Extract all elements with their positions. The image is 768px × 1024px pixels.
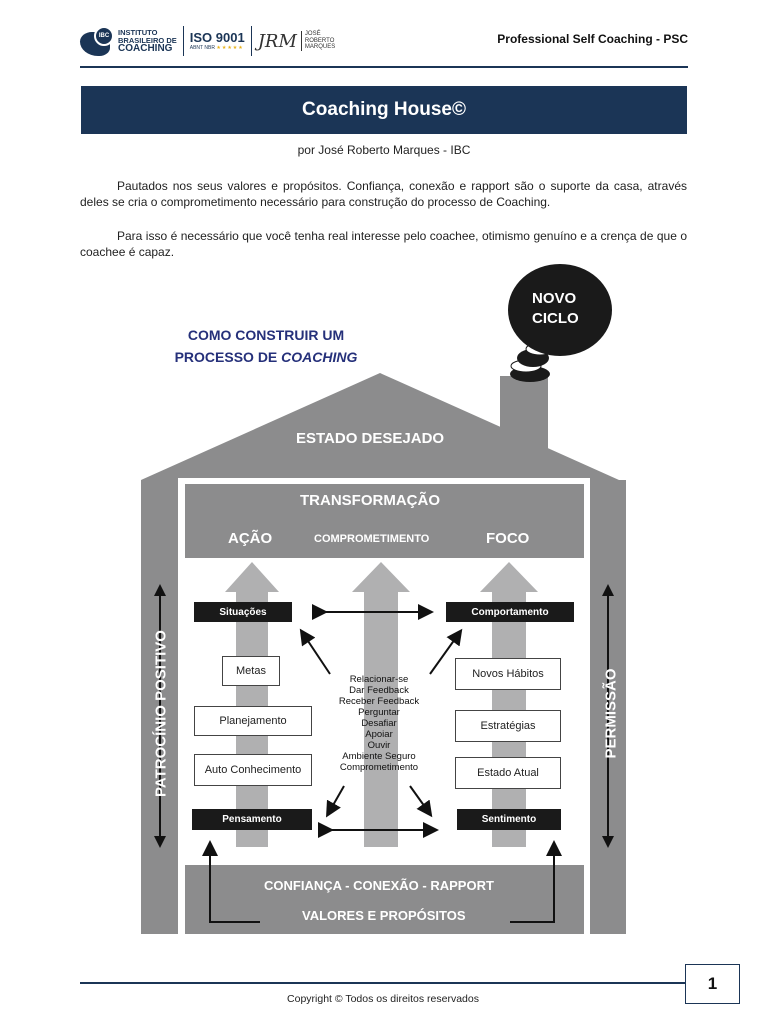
iso-logo: ISO 9001 ABNT NBR ★★★★★ [190, 31, 245, 52]
roof-label: ESTADO DESEJADO [296, 430, 444, 447]
document-byline: por José Roberto Marques - IBC [80, 143, 688, 157]
ibc-badge: IBC [94, 26, 114, 46]
ibc-line3: COACHING [118, 45, 177, 53]
center-item: Desafiar [324, 718, 434, 729]
label-situacoes: Situações [194, 602, 292, 622]
smoke-label-2: CICLO [532, 310, 579, 327]
box-estrategias: Estratégias [455, 710, 561, 742]
box-metas: Metas [222, 656, 280, 686]
center-item: Ouvir [324, 740, 434, 751]
center-item: Perguntar [324, 707, 434, 718]
right-wall-label: PERMISSÃO [603, 664, 620, 764]
coaching-house-diagram: NOVO CICLO COMO CONSTRUIR UM PROCESSO DE… [130, 262, 640, 942]
smoke-label-1: NOVO [532, 290, 576, 307]
base-label-2: VALORES E PROPÓSITOS [302, 908, 466, 923]
page-number: 1 [685, 964, 740, 1004]
ibc-wordmark: INSTITUTO BRASILEIRO DE COACHING [118, 29, 177, 53]
base-band [185, 865, 584, 934]
center-item: Apoiar [324, 729, 434, 740]
heading-prefix: PROCESSO DE [175, 349, 282, 365]
paragraph-1: Pautados nos seus valores e propósitos. … [80, 178, 687, 210]
center-item: Ambiente Seguro [324, 751, 434, 762]
iso-abnt: ABNT NBR [190, 45, 215, 51]
logo-divider [183, 26, 184, 56]
iso-stars-icon: ★★★★★ [216, 45, 243, 51]
heading-line1: COMO CONSTRUIR UM [166, 324, 366, 346]
jrm-logo: JRM [258, 31, 297, 52]
footer-divider [80, 982, 686, 984]
paragraph-2: Para isso é necessário que você tenha re… [80, 228, 687, 260]
box-estado-atual: Estado Atual [455, 757, 561, 789]
header-course-title: Professional Self Coaching - PSC [497, 32, 688, 46]
base-label-1: CONFIANÇA - CONEXÃO - RAPPORT [264, 878, 494, 893]
box-auto-conhecimento: Auto Conhecimento [194, 754, 312, 786]
diagram-heading: COMO CONSTRUIR UM PROCESSO DE COACHING [166, 324, 366, 368]
col-label-acao: AÇÃO [228, 530, 272, 547]
box-novos-habitos: Novos Hábitos [455, 658, 561, 690]
label-pensamento: Pensamento [192, 809, 312, 830]
logo-divider [251, 26, 252, 56]
transformation-label: TRANSFORMAÇÃO [300, 492, 440, 509]
box-planejamento: Planejamento [194, 706, 312, 736]
jrm-line3: MARQUES [305, 44, 335, 51]
ibc-logo-icon: IBC [80, 26, 116, 56]
center-item: Receber Feedback [324, 696, 434, 707]
iso-title: ISO 9001 [190, 31, 245, 45]
center-item: Relacionar-se [324, 674, 434, 685]
logo-area: IBC INSTITUTO BRASILEIRO DE COACHING ISO… [80, 22, 335, 60]
center-item: Dar Feedback [324, 685, 434, 696]
col-label-comprometimento: COMPROMETIMENTO [314, 533, 429, 545]
jrm-wordmark: JOSÉ ROBERTO MARQUES [301, 31, 335, 51]
left-wall-label: PATROCÍNIO POSITIVO [153, 629, 170, 799]
center-item: Comprometimento [324, 762, 434, 773]
copyright-text: Copyright © Todos os direitos reservados [80, 993, 686, 1005]
label-comportamento: Comportamento [446, 602, 574, 622]
iso-sub: ABNT NBR ★★★★★ [190, 45, 245, 52]
document-title: Coaching House© [81, 86, 687, 134]
col-label-foco: FOCO [486, 530, 529, 547]
heading-line2: PROCESSO DE COACHING [166, 346, 366, 368]
heading-emph: COACHING [281, 349, 357, 365]
center-actions-list: Relacionar-se Dar Feedback Receber Feedb… [324, 674, 434, 773]
page-header: IBC INSTITUTO BRASILEIRO DE COACHING ISO… [80, 18, 688, 68]
label-sentimento: Sentimento [457, 809, 561, 830]
